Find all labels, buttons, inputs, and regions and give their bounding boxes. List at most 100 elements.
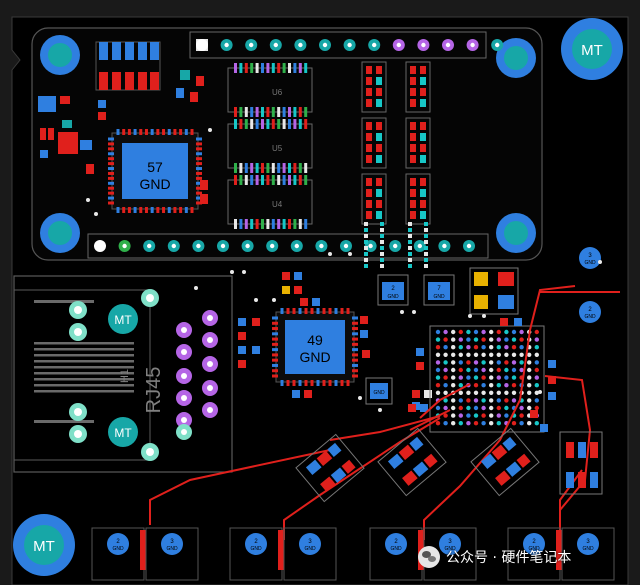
passive (500, 318, 508, 326)
via (208, 128, 212, 132)
mt-hole-bottomleft: MT (13, 514, 75, 576)
net-label: 57 (147, 159, 163, 175)
passive (548, 392, 556, 400)
chip-ref: U5 (272, 144, 283, 153)
pad-number: 2 (254, 539, 258, 545)
edge-pad (107, 533, 129, 555)
passive (282, 286, 290, 294)
top-header-pins (196, 39, 504, 51)
mt-label: MT (581, 42, 603, 59)
mt-label: MT (114, 313, 132, 327)
net-label: GND (299, 349, 330, 365)
diagonal-part (377, 427, 447, 497)
passive (362, 350, 370, 358)
mt-label: MT (33, 538, 55, 555)
bottom-header-pins (94, 240, 475, 252)
power-pads (469, 267, 519, 315)
via (482, 314, 486, 318)
passive (548, 376, 556, 384)
passive (252, 318, 260, 326)
via (358, 396, 362, 400)
passive (312, 298, 320, 306)
edge-pad (299, 533, 321, 555)
resistor-pack (405, 61, 431, 113)
diagonal-part (470, 427, 540, 497)
pad-net: GND (250, 546, 262, 552)
pad-net: GND (112, 546, 124, 552)
edge-pad (385, 533, 407, 555)
pad-number: 2 (394, 539, 398, 545)
pad-net: GND (390, 546, 402, 552)
passive (416, 348, 424, 356)
via (254, 298, 258, 302)
pad-number: 3 (170, 539, 174, 545)
vias (86, 128, 602, 412)
passive (540, 424, 548, 432)
resistor-pack (405, 117, 431, 169)
passive (424, 390, 432, 398)
phy-chip-49: 49 GND (272, 308, 358, 386)
passive (412, 390, 420, 398)
passive (408, 404, 416, 412)
passive (238, 318, 246, 326)
via (468, 314, 472, 318)
mt-hole-rj-top: MT (108, 304, 138, 334)
mt-hole-topright: MT (561, 18, 623, 80)
via (412, 310, 416, 314)
resistor-pack (361, 61, 387, 113)
passive (530, 410, 538, 418)
via (538, 390, 542, 394)
rj45-label: RJ45 (143, 367, 165, 414)
regulator-1: 2 GND (377, 274, 409, 306)
via (378, 408, 382, 412)
edge-pad (245, 533, 267, 555)
pad-net: GND (528, 546, 540, 552)
via (242, 270, 246, 274)
header-top (189, 31, 487, 59)
pad-number: 3 (448, 539, 452, 545)
sop-chip-u5: U5 (227, 119, 313, 173)
pad-net: GND (373, 390, 385, 396)
mt-hole-rj-bottom: MT (108, 417, 138, 447)
passive (294, 272, 302, 280)
h1-label: H1 (119, 369, 131, 383)
pad-net: GND (584, 260, 596, 266)
via (400, 310, 404, 314)
regulator-2: 7 GND (423, 274, 455, 306)
edge-pad-right-1: 3 GND (579, 247, 601, 269)
regulator-3: GND (365, 377, 393, 405)
passive (238, 346, 246, 354)
header-bottom (87, 233, 489, 259)
pad-net: GND (444, 546, 456, 552)
pad-number: 2 (532, 539, 536, 545)
via (598, 260, 602, 264)
passive (420, 404, 428, 412)
wechat-icon (418, 546, 440, 568)
net-label: GND (139, 176, 170, 192)
via (94, 212, 98, 216)
pad-number: 3 (308, 539, 312, 545)
pad-number: 2 (588, 307, 592, 313)
pad-number: 3 (586, 539, 590, 545)
via (272, 298, 276, 302)
right-vertical-parts (559, 431, 603, 495)
chip-ref: U4 (272, 200, 283, 209)
resistor-array (95, 41, 161, 91)
resistor-pack (361, 117, 387, 169)
edge-pad (523, 533, 545, 555)
diagonal-part (295, 433, 365, 503)
chip-ref: U6 (272, 88, 283, 97)
pad-number: 7 (437, 286, 441, 292)
passive (294, 286, 302, 294)
pad-number: 2 (116, 539, 120, 545)
passive (238, 360, 246, 368)
mount-hole (40, 35, 80, 75)
mcu-chip-57: 57 GND (108, 129, 202, 213)
passive (304, 390, 312, 398)
rj45-connector: RJ45 H1 MT MT (13, 275, 233, 473)
component-strips (361, 61, 431, 268)
sop-chip-u6: U6 (227, 63, 313, 117)
